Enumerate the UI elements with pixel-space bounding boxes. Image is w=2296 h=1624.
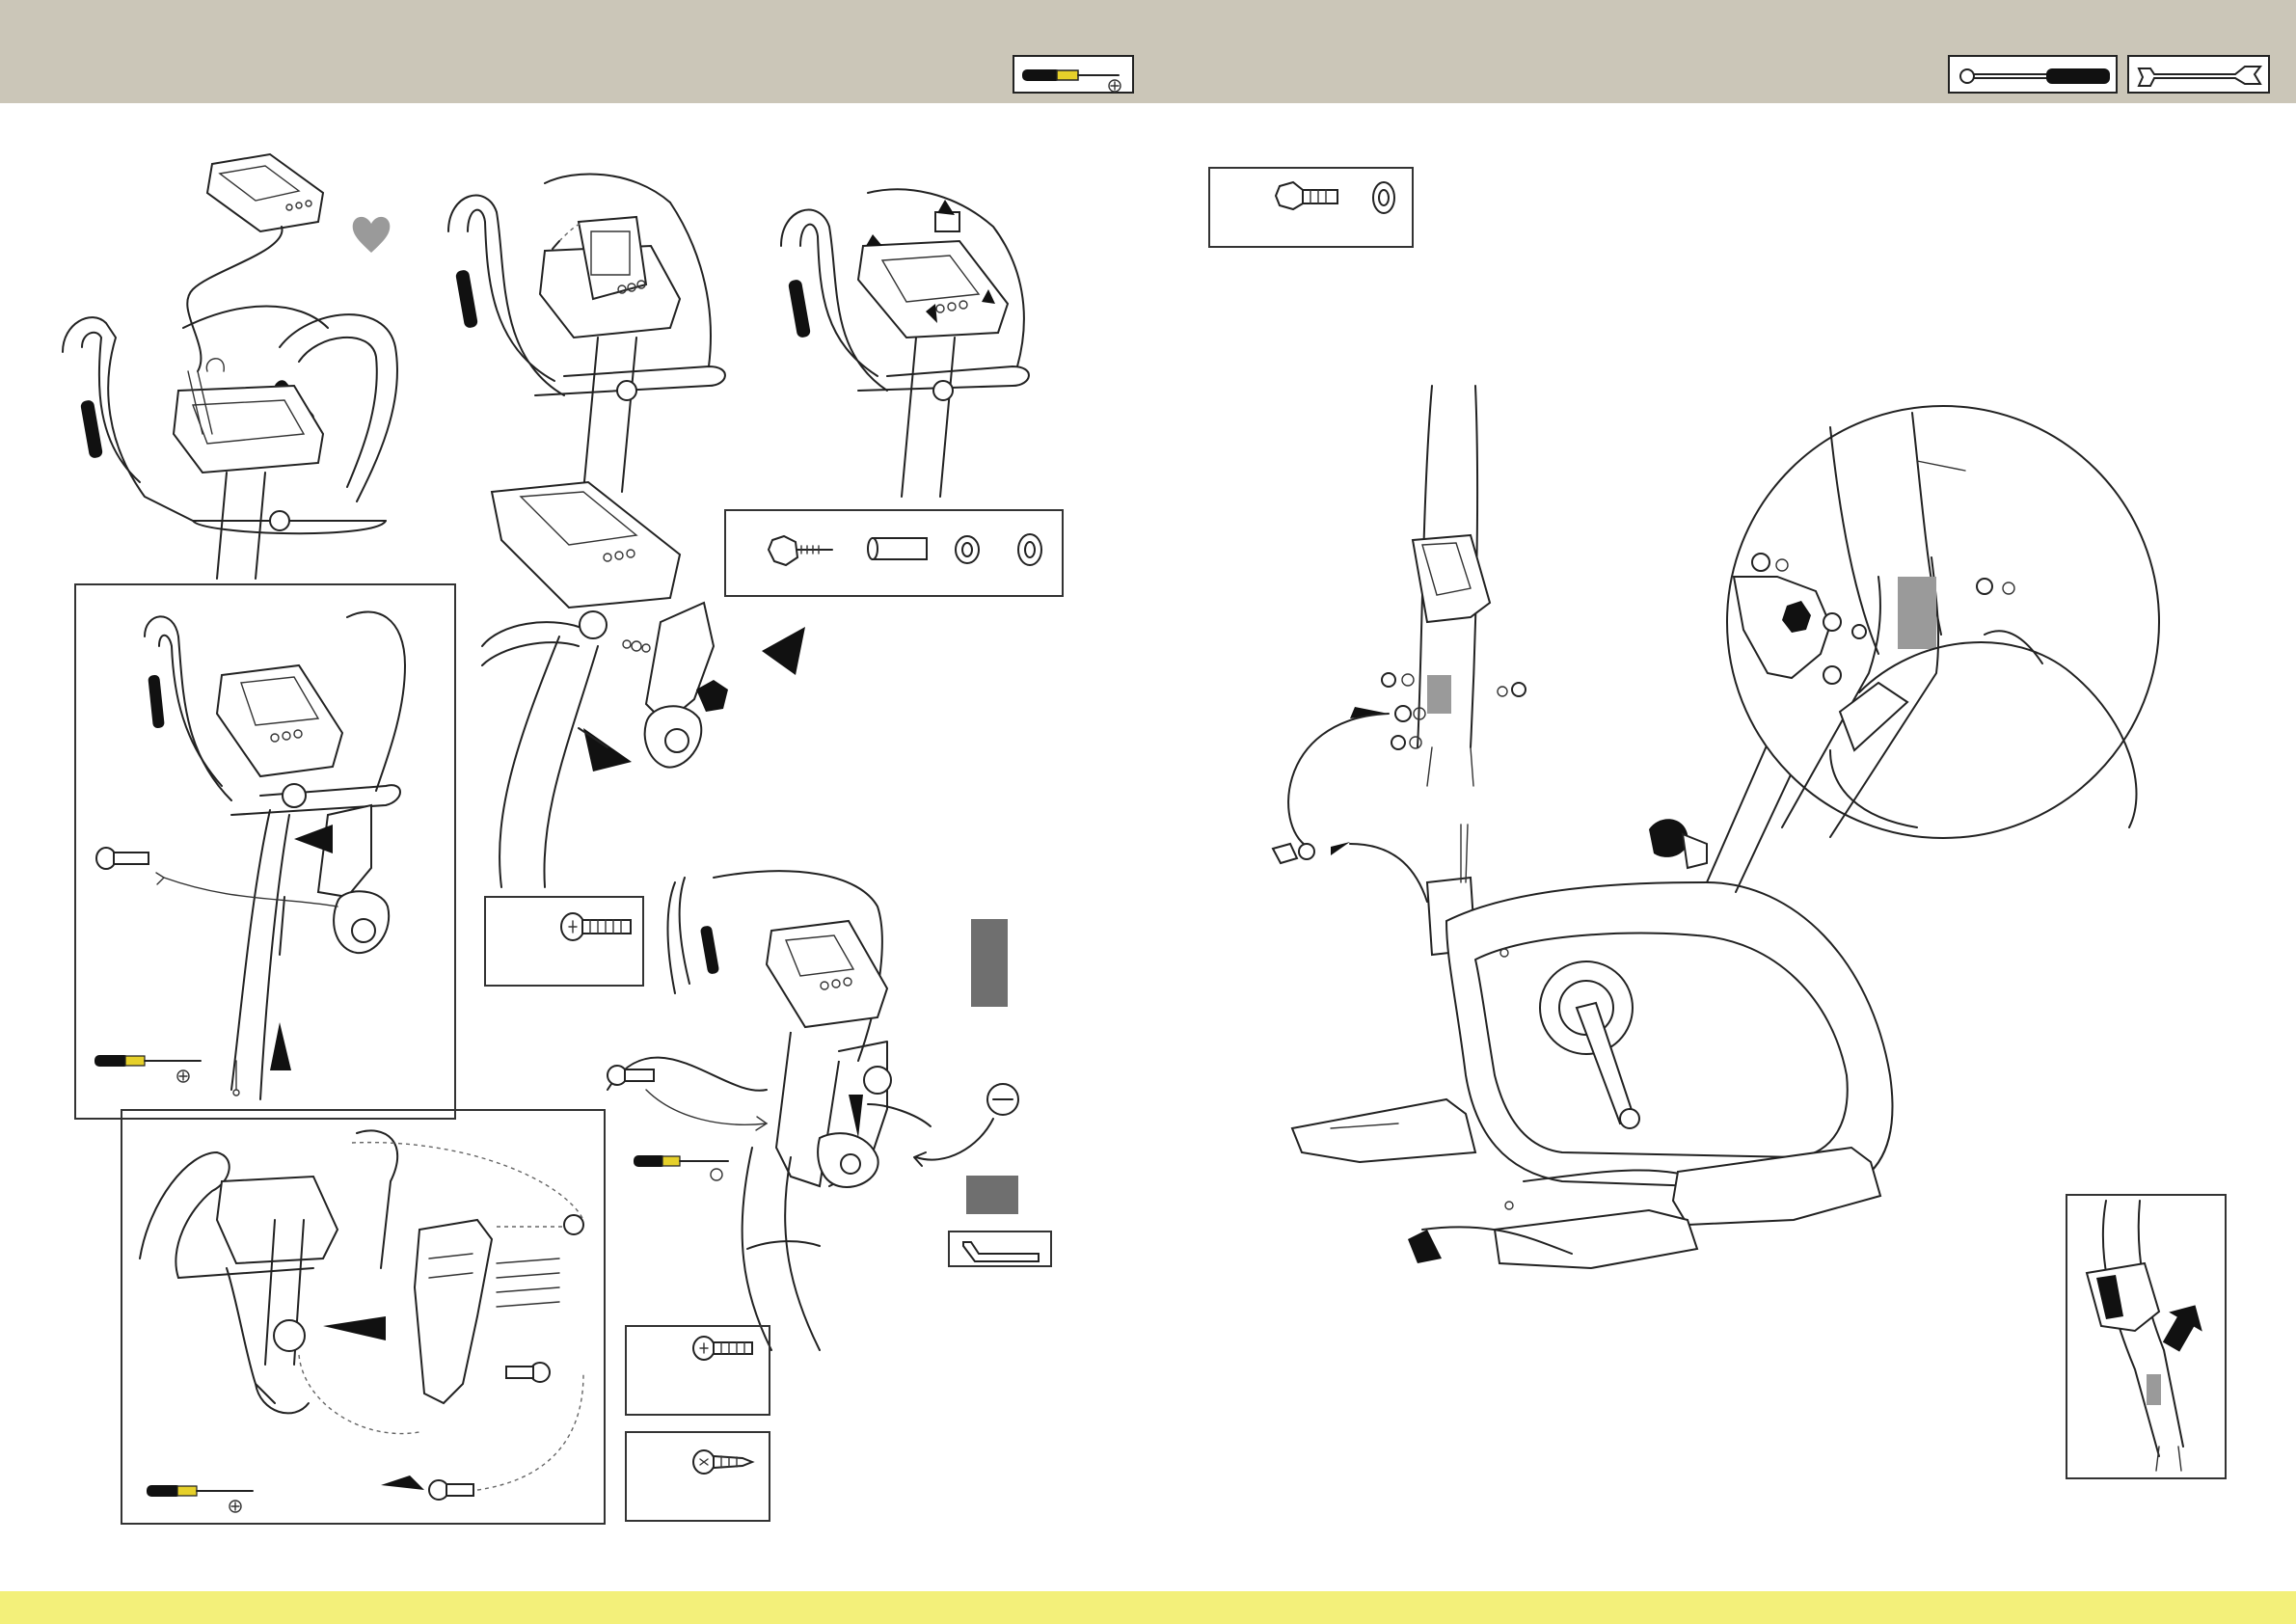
label-block-gray-2 <box>966 1176 1018 1214</box>
torque-wrench-tool-box <box>1948 55 2118 94</box>
rear-cover-diagram <box>130 1123 593 1509</box>
hex-bolt-icon <box>1276 182 1337 209</box>
label-block-gray-1 <box>971 919 1008 1007</box>
phillips-screw-icon <box>627 1327 772 1418</box>
screwdriver-icon <box>93 1047 208 1086</box>
heart-icon <box>349 212 393 257</box>
stem-cover-diagram <box>473 482 820 887</box>
tapping-screw-icon <box>627 1433 772 1524</box>
hardware-box-screw-3 <box>625 1431 770 1522</box>
hardware-box-allen-key <box>948 1231 1052 1267</box>
console-secure-diagram <box>771 188 1061 497</box>
flat-washer-icon <box>1018 534 1041 565</box>
console-stem-cover-diagram <box>87 608 444 1109</box>
screwdriver-icon <box>1014 57 1136 95</box>
zoom-detail-circle <box>1724 403 2163 842</box>
hardware-box-hex-bolt <box>1208 167 1414 248</box>
stem-cover-detail <box>2067 1196 2228 1481</box>
allen-key-icon <box>950 1232 1054 1269</box>
side-cover-diagram <box>598 868 1022 1350</box>
open-wrench-tool-box <box>2127 55 2270 94</box>
step-frame-stem-cover-detail <box>2066 1194 2227 1479</box>
open-wrench-icon <box>2129 57 2272 95</box>
screwdriver-icon <box>632 1148 738 1186</box>
hardware-box-screw-2 <box>625 1325 770 1416</box>
footer-band <box>0 1591 2296 1624</box>
screwdriver-tool-box <box>1013 55 1134 94</box>
torque-wrench-icon <box>1950 57 2120 95</box>
spacer-sleeve-icon <box>868 538 927 559</box>
spring-washer-icon <box>956 536 979 563</box>
washer-icon <box>1373 182 1394 213</box>
screwdriver-icon <box>145 1477 260 1516</box>
console-mount-diagram <box>439 174 738 492</box>
